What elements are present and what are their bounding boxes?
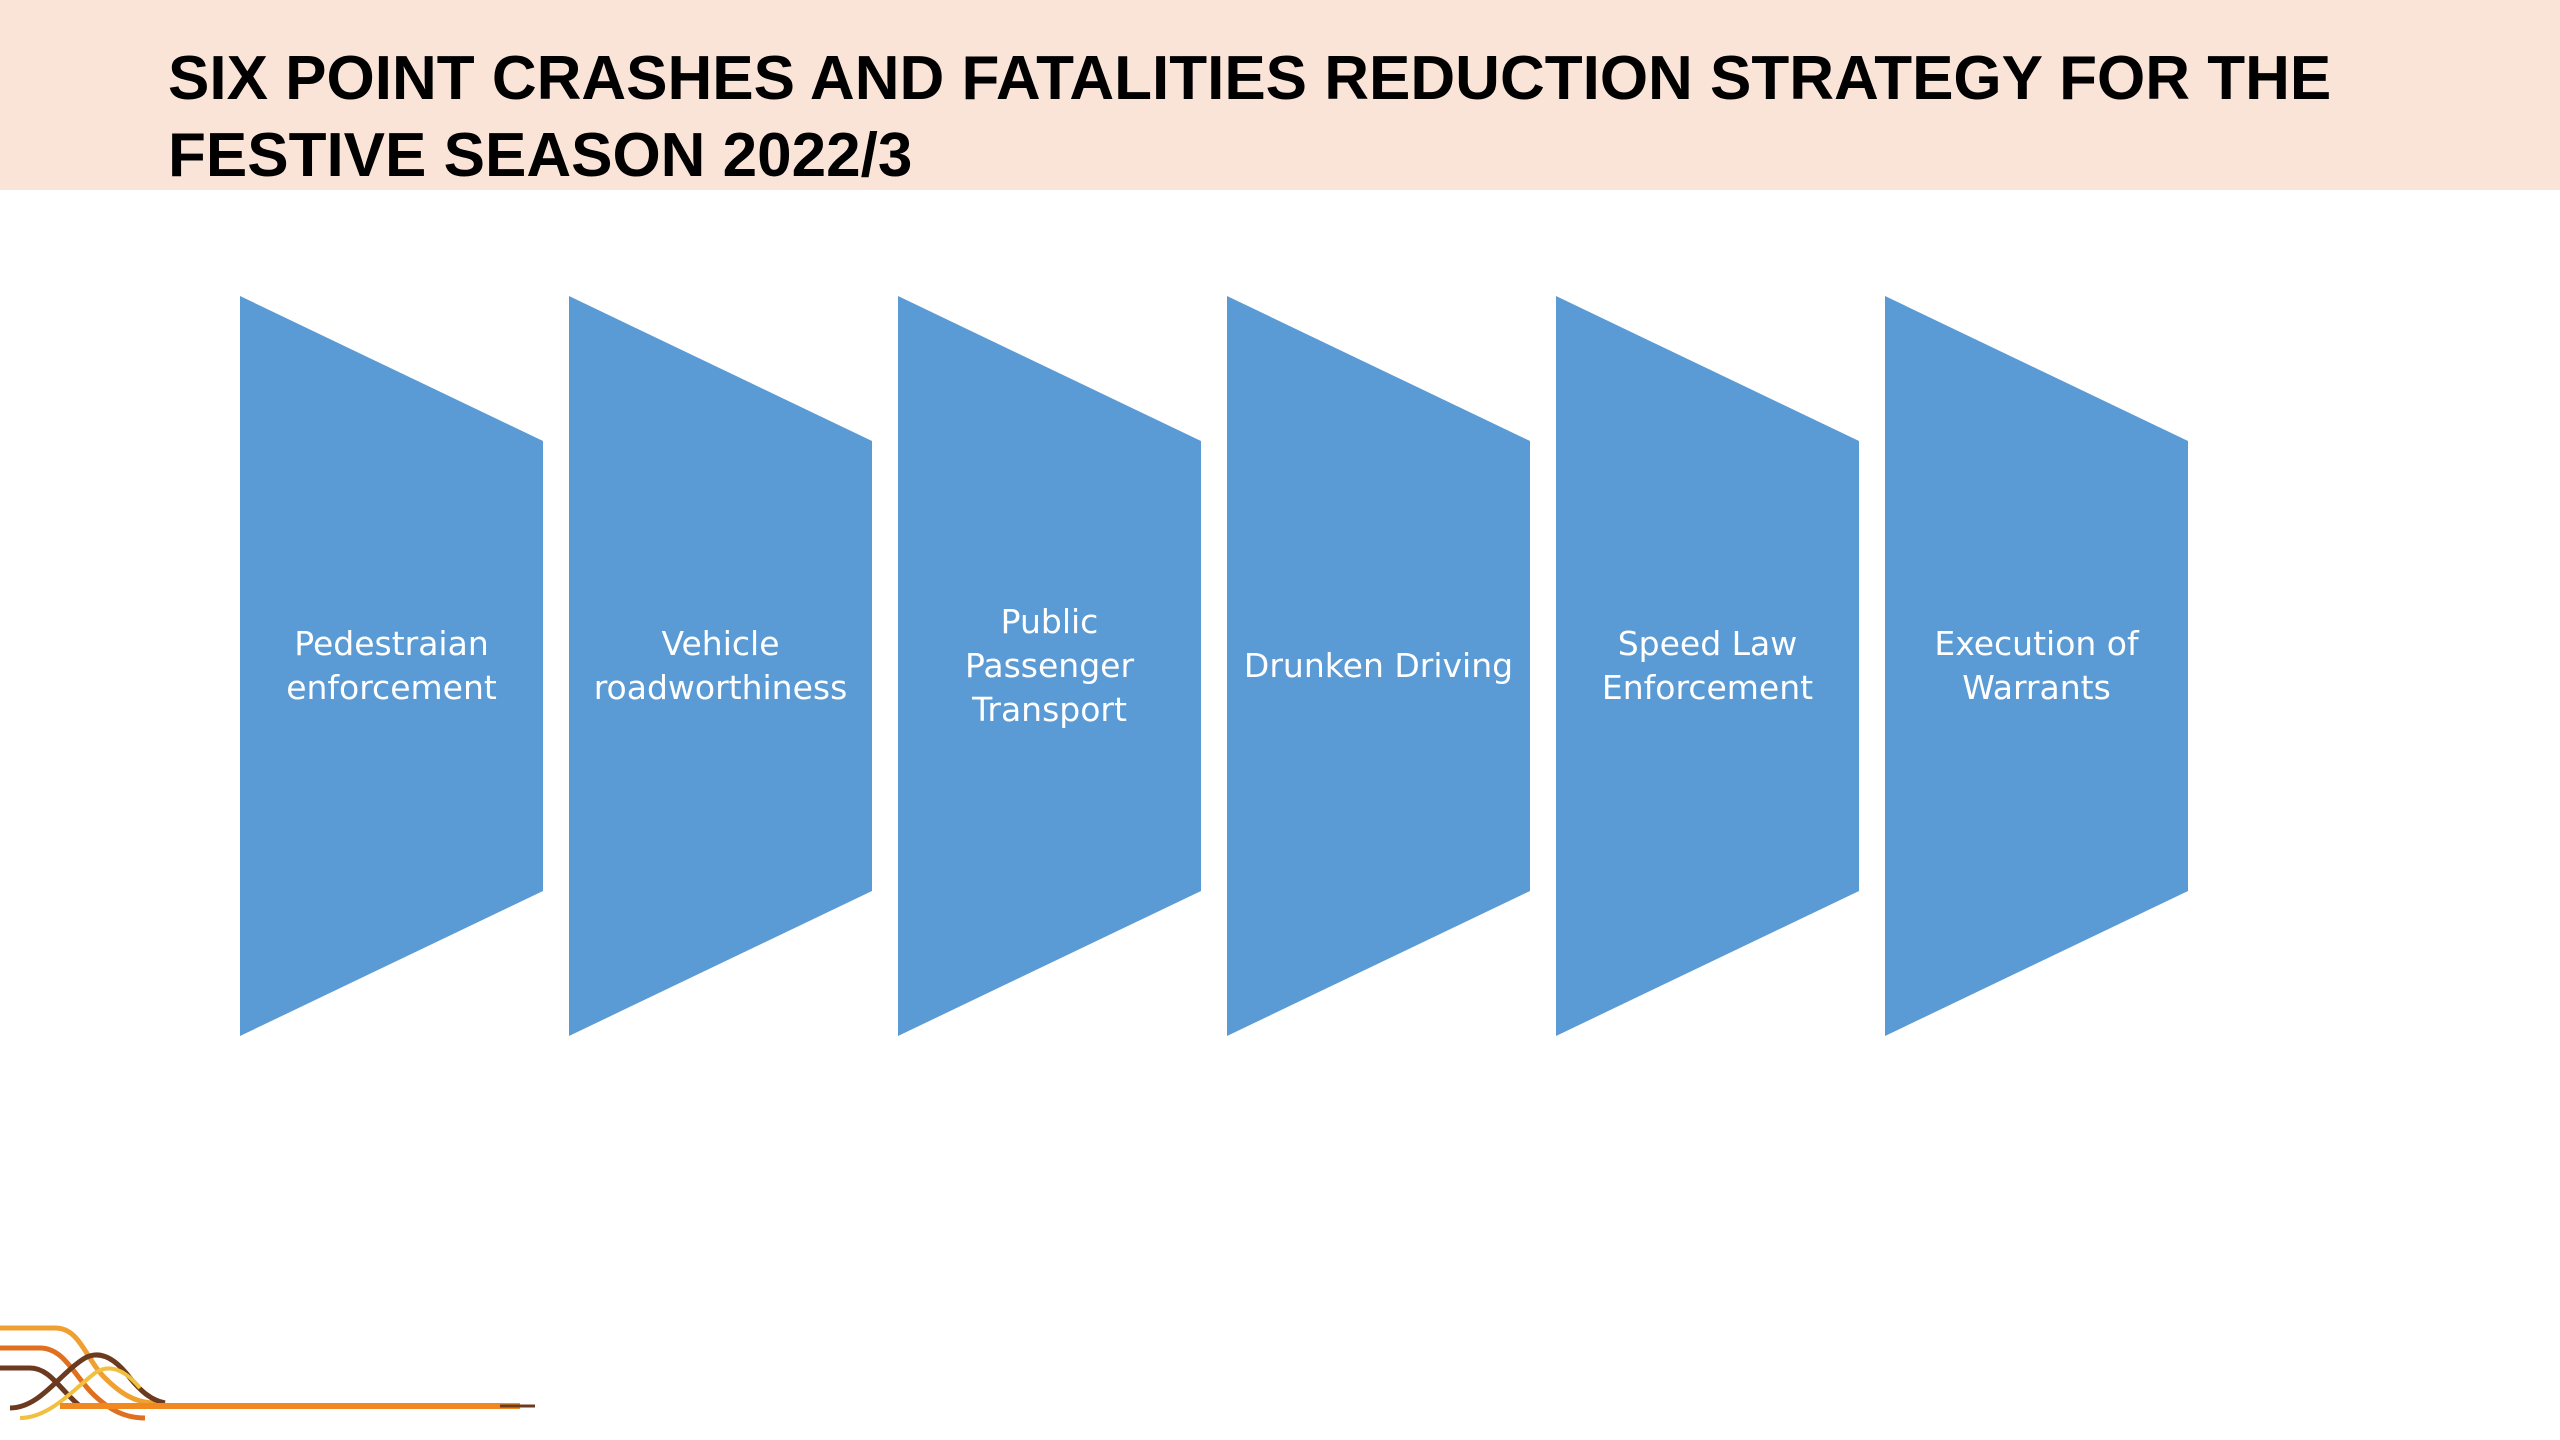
step-public-passenger-transport: Public Passenger Transport <box>898 296 1201 1036</box>
step-execution-of-warrants: Execution of Warrants <box>1885 296 2188 1036</box>
step-label: Execution of Warrants <box>1934 624 2139 707</box>
step-label: Vehicle roadworthiness <box>593 624 848 707</box>
step-drunken-driving: Drunken Driving <box>1227 296 1530 1036</box>
step-label: Pedestraian enforcement <box>286 624 497 707</box>
step-label: Public Passenger Transport <box>964 602 1135 729</box>
title-band <box>0 0 2560 190</box>
slide-title: SIX POINT CRASHES AND FATALITIES REDUCTI… <box>168 44 2332 190</box>
step-label: Drunken Driving <box>1243 646 1514 685</box>
road-lines-logo-icon <box>0 1325 535 1421</box>
step-pedestrian-enforcement: Pedestraian enforcement <box>240 296 543 1036</box>
step-vehicle-roadworthiness: Vehicle roadworthiness <box>569 296 872 1036</box>
step-shape <box>1227 296 1530 1036</box>
step-shape <box>569 296 872 1036</box>
step-shape <box>1556 296 1859 1036</box>
step-shape <box>1885 296 2188 1036</box>
step-label: Speed Law Enforcement <box>1601 624 1814 707</box>
step-speed-law-enforcement: Speed Law Enforcement <box>1556 296 1859 1036</box>
step-shape <box>240 296 543 1036</box>
step-shape <box>898 296 1201 1036</box>
